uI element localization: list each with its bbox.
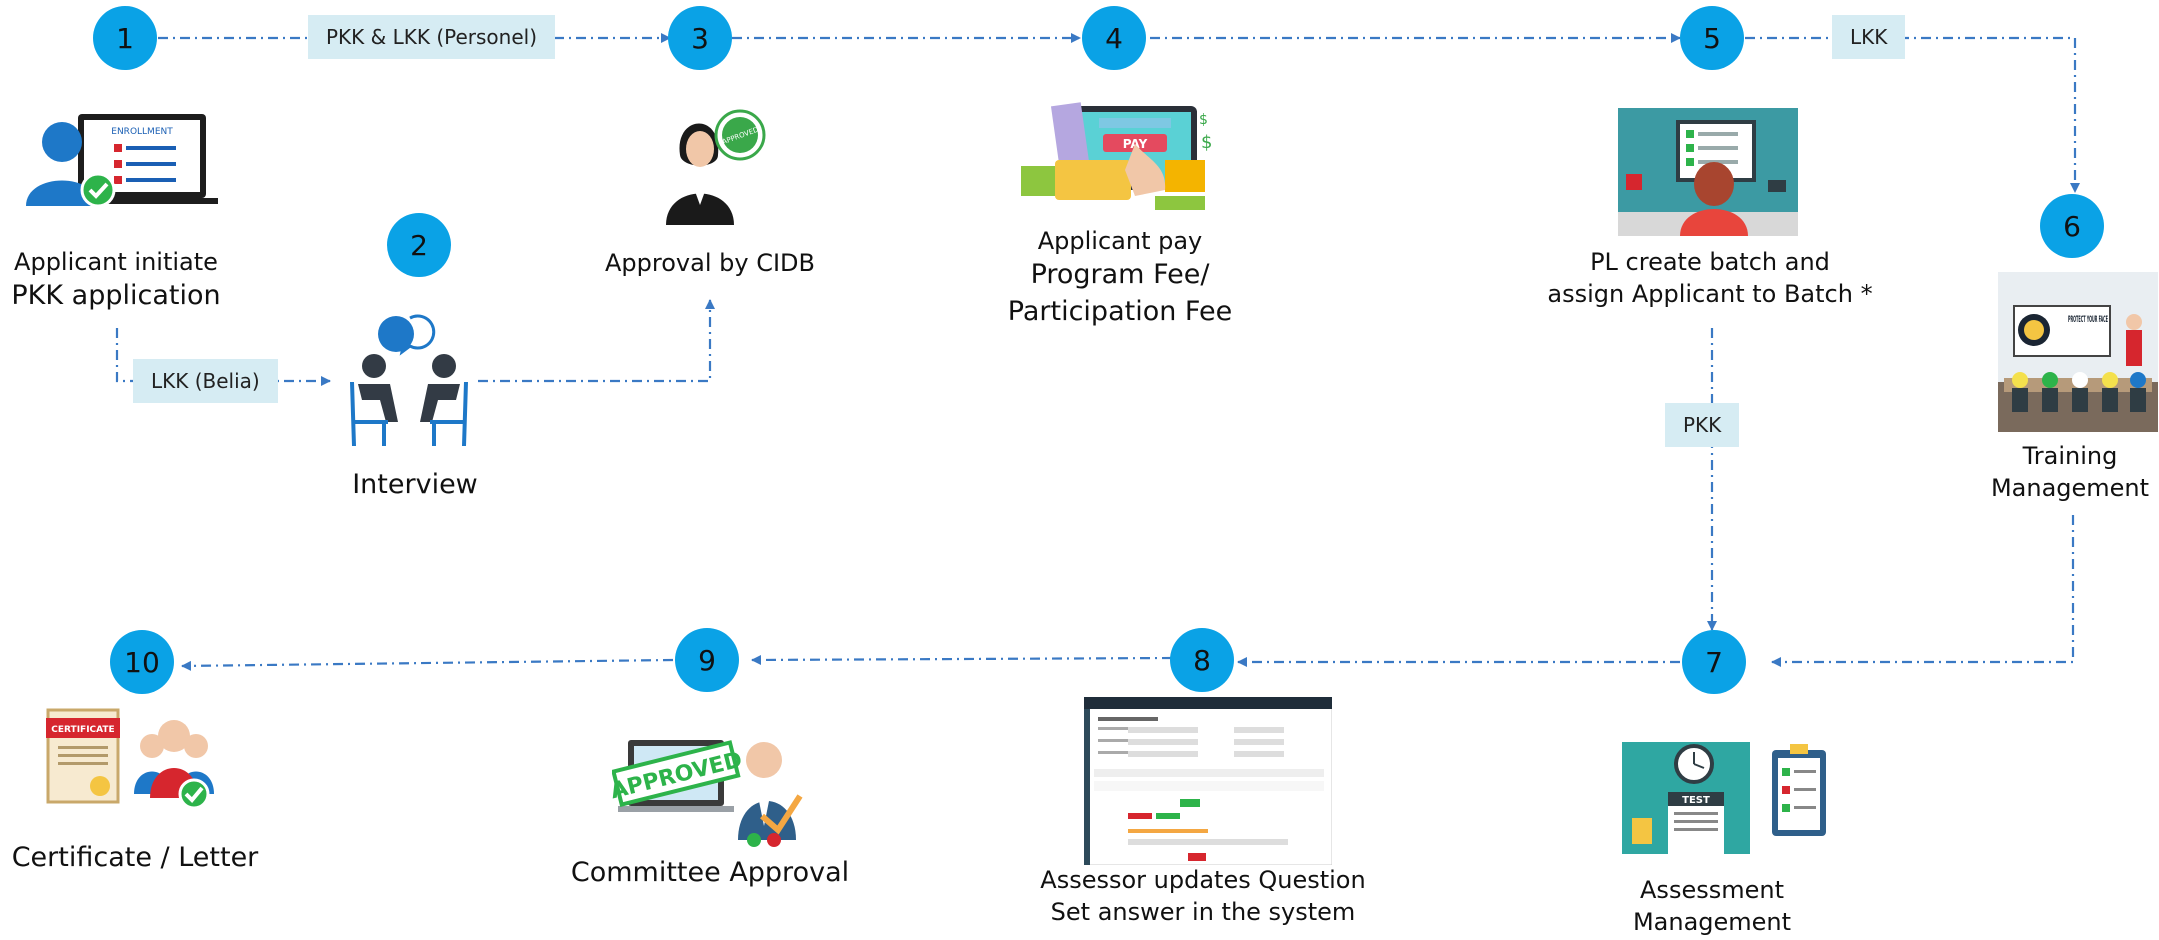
step-1-circle: 1 <box>93 6 157 70</box>
step-7-line-1: Assessment <box>1640 876 1784 904</box>
step-5-line-2: assign Applicant to Batch * <box>1547 280 1873 309</box>
step-9-circle: 9 <box>675 628 739 692</box>
step-3-line-1: Approval by CIDB <box>605 249 815 277</box>
step-2-line-1: Interview <box>352 469 478 500</box>
svg-text:$: $ <box>1201 132 1212 153</box>
assessment-test-icon: TEST <box>1622 742 1826 854</box>
question-set-screenshot-icon <box>1084 697 1332 865</box>
step-1-line-2: PKK application <box>11 280 221 312</box>
step-10-label: Certificate / Letter <box>0 840 270 876</box>
arrow-2-to-3 <box>478 299 715 383</box>
arrow-6-to-7 <box>1771 515 2075 667</box>
connectors <box>115 33 2080 671</box>
step-8-circle: 8 <box>1170 628 1234 692</box>
step-7-circle: 7 <box>1682 630 1746 694</box>
step-6-line-2: Management <box>1990 474 2150 503</box>
step-6-line-1: Training <box>2022 442 2118 470</box>
step-4-line-3: Participation Fee <box>1007 295 1233 327</box>
committee-approval-icon: APPROVED <box>612 740 803 847</box>
enrollment-text: ENROLLMENT <box>111 127 173 137</box>
step-8-line-1: Assessor updates Question <box>1040 866 1366 894</box>
step-2-circle: 2 <box>387 213 451 277</box>
certificate-text: CERTIFICATE <box>51 725 114 735</box>
step-4-line-2: Program Fee/ <box>1030 259 1210 291</box>
step-3-circle: 3 <box>668 6 732 70</box>
test-text: TEST <box>1682 795 1710 806</box>
step-1-label: Applicant initiate PKK application <box>0 246 232 315</box>
step-4-circle: 4 <box>1082 6 1146 70</box>
step-7-line-2: Management <box>1632 908 1792 937</box>
pay-text: PAY <box>1123 137 1148 151</box>
step-5-label: PL create batch and assign Applicant to … <box>1540 246 1880 311</box>
svg-text:$: $ <box>1199 112 1208 128</box>
certificate-icon: CERTIFICATE <box>46 708 214 810</box>
cidb-approval-icon: APPROVED <box>666 109 766 225</box>
step-1-line-1: Applicant initiate <box>14 248 218 276</box>
step-8-line-2: Set answer in the system <box>1050 898 1356 927</box>
step-3-label: Approval by CIDB <box>586 247 834 279</box>
pl-desk-icon <box>1618 108 1798 236</box>
step-9-line-1: Committee Approval <box>570 857 850 888</box>
step-10-line-1: Certificate / Letter <box>11 842 259 873</box>
step-4-line-1: Applicant pay <box>1037 227 1203 255</box>
step-5-line-1: PL create batch and <box>1590 248 1830 276</box>
payment-tablet-icon: PAY $ $ <box>1021 102 1212 210</box>
step-8-label: Assessor updates Question Set answer in … <box>1028 864 1378 929</box>
arrow-8-to-9 <box>751 654 1173 665</box>
step-7-label: Assessment Management <box>1612 874 1812 939</box>
step-4-label: Applicant pay Program Fee/ Participation… <box>990 225 1250 330</box>
edge-tag-lkk: LKK <box>1832 15 1906 59</box>
step-5-circle: 5 <box>1680 6 1744 70</box>
step-6-circle: 6 <box>2040 194 2104 258</box>
arrow-9-to-10 <box>181 658 674 671</box>
interview-icon <box>350 314 468 447</box>
step-9-label: Committee Approval <box>560 855 860 891</box>
edge-tag-pkk: PKK <box>1665 403 1740 447</box>
enrollment-laptop-icon: ENROLLMENT <box>26 114 218 208</box>
edge-tag-lkk-belia: LKK (Belia) <box>133 359 278 403</box>
arrow-1-to-2 <box>115 328 331 386</box>
step-2-label: Interview <box>320 467 510 503</box>
training-poster-icon: PROTECT YOUR FACE <box>1998 272 2158 432</box>
step-10-circle: 10 <box>110 630 174 694</box>
protect-your-face-text: PROTECT YOUR FACE <box>2068 315 2108 325</box>
step-6-label: Training Management <box>1984 440 2156 505</box>
edge-tag-pkk-lkk-personel: PKK & LKK (Personel) <box>308 15 556 59</box>
